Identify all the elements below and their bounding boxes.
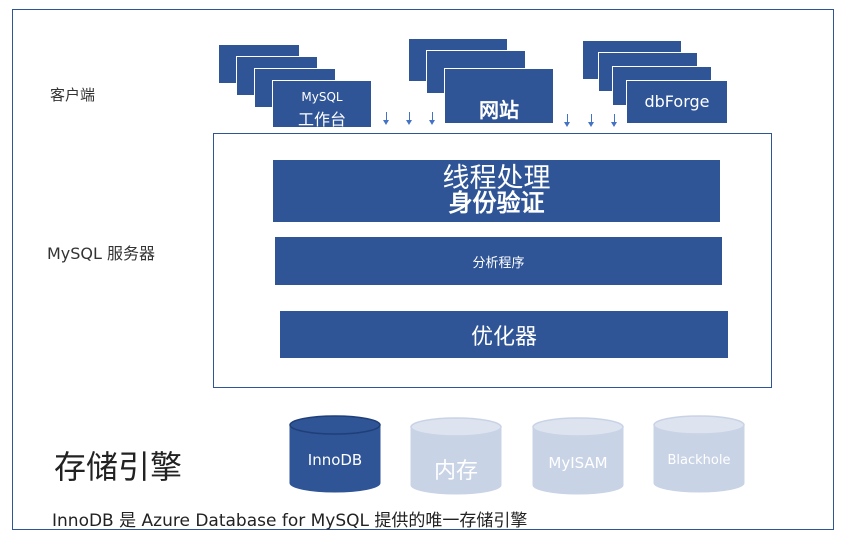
workbench-label-line2: 工作台: [297, 110, 346, 129]
server-label: MySQL 服务器: [47, 244, 156, 263]
authentication-label: 身份验证: [448, 189, 545, 217]
engine-memory-cylinder: 内存: [410, 417, 502, 495]
engine-blackhole-cylinder: Blackhole: [653, 415, 745, 493]
workbench-label-line1: MySQL: [301, 90, 343, 104]
engine-label: InnoDB: [307, 451, 363, 469]
stack-sheet: [444, 68, 554, 124]
engine-label: 内存: [433, 459, 478, 484]
cylinder-icon: [410, 417, 502, 495]
stack-sheet: [272, 80, 372, 128]
client-dbforge-stack: dbForge: [582, 40, 732, 124]
client-label: 客户端: [50, 86, 96, 104]
optimizer-label: 优化器: [470, 324, 537, 350]
cylinder-icon: [532, 417, 624, 495]
engine-innodb-cylinder: InnoDB: [289, 415, 381, 493]
cylinder-icon: [653, 415, 745, 493]
engine-label: MyISAM: [548, 454, 608, 472]
thread-handling-layer: 线程处理 身份验证: [273, 160, 720, 222]
parser-layer: 分析程序: [275, 237, 722, 285]
diagram-frame: [12, 9, 834, 530]
client-workbench-stack: MySQL 工作台: [218, 44, 378, 129]
dbforge-label: dbForge: [644, 92, 710, 111]
engine-myisam-cylinder: MyISAM: [532, 417, 624, 495]
footer-caption: InnoDB 是 Azure Database for MySQL 提供的唯一存…: [52, 511, 528, 531]
stack-sheet: [626, 80, 728, 124]
storage-label: 存储引擎: [54, 448, 183, 486]
engine-label: Blackhole: [667, 453, 731, 468]
client-website-stack: 网站: [408, 38, 558, 124]
cylinder-icon: [289, 415, 381, 493]
thread-handling-label: 线程处理: [442, 163, 551, 194]
optimizer-layer: 优化器: [280, 311, 728, 358]
parser-label: 分析程序: [472, 255, 525, 271]
website-label: 网站: [479, 98, 519, 122]
